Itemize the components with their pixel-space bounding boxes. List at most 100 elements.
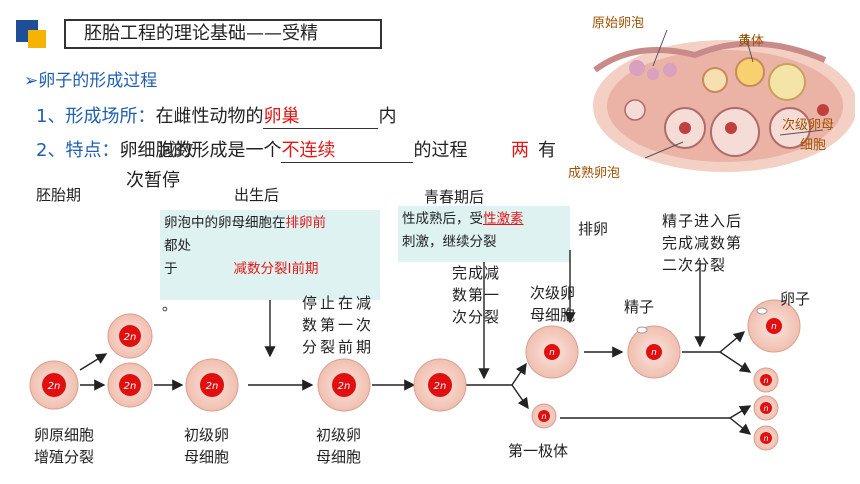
cell-oogonium: 2n xyxy=(29,360,79,410)
label-complete-2: 数第一 xyxy=(452,286,501,304)
label-complete-3: 次分裂 xyxy=(452,308,501,326)
photo-label-corpus: 黄体 xyxy=(738,34,765,49)
cell-first-polar-body: n xyxy=(531,403,557,429)
label-secondary-1: 次级卵 xyxy=(530,284,576,302)
box2-text-b: 刺激，继续分裂 xyxy=(402,234,497,250)
section-subtitle: ➢卵子的形成过程 xyxy=(24,66,157,91)
cell-polar-body-a: n xyxy=(753,367,779,393)
info-box-puberty: 性成熟后，受性激素 刺激，继续分裂 xyxy=(398,206,570,262)
stage-puberty: 青春期后 xyxy=(424,188,485,206)
photo-label-primordial: 原始卵泡 xyxy=(592,16,645,31)
cell-label: n xyxy=(763,404,768,413)
point-1-answer: 卵巢 xyxy=(263,106,300,127)
cell-oogonium-top: 2n xyxy=(107,313,153,359)
label-stop-3: 分裂前期 xyxy=(302,338,375,356)
point-2-blank: 不连续 xyxy=(281,136,414,163)
cell-oogonium-right: 2n xyxy=(107,362,153,408)
box1-period: 。 xyxy=(162,296,178,314)
label-sperm-entry-1: 精子进入后 xyxy=(662,212,743,230)
arrow-to-polar-c xyxy=(729,417,752,435)
box1-text-b: 都处 xyxy=(164,238,191,254)
cell-label: 2n xyxy=(338,381,351,392)
point-2-tail-a: 有 xyxy=(538,140,556,161)
photo-label-mature: 成熟卵泡 xyxy=(568,166,621,181)
arrow-to-polar-b xyxy=(729,405,752,419)
label-primary-oocyte-1: 初级卵 母细胞 xyxy=(184,424,229,468)
point-1-blank: 卵巢 xyxy=(263,102,379,129)
stage-embryo: 胚胎期 xyxy=(36,186,82,204)
logo-square-yellow xyxy=(28,30,46,48)
label-sperm-entry: 精子进入后 完成减数第 二次分裂 xyxy=(662,210,742,276)
cell-label: 2n xyxy=(206,381,219,392)
point-2-suffix: 的过程 xyxy=(413,140,468,161)
label-complete-first-division: 完成减 数第一 次分裂 xyxy=(452,262,500,328)
cell-label: n xyxy=(651,348,657,358)
point-1-text: 在雌性动物的 xyxy=(155,106,264,127)
label-primary1-2: 母细胞 xyxy=(184,448,230,466)
cell-label: n xyxy=(763,434,768,443)
cell-puberty-oocyte: 2n xyxy=(413,358,467,412)
label-primary-oocyte-2: 初级卵 母细胞 xyxy=(316,424,361,468)
cell-label: n xyxy=(541,412,546,421)
box2-text-a: 性成熟后，受 xyxy=(402,211,483,227)
label-oogonium-1: 卵原细胞 xyxy=(34,426,95,444)
cell-primary-oocyte-2: 2n xyxy=(317,358,371,412)
box1-answer-a: 排卵前 xyxy=(285,215,327,231)
ovary-illustration xyxy=(593,29,855,172)
cell-label: 2n xyxy=(124,381,137,392)
cell-label: 2n xyxy=(48,381,61,392)
cell-label: n xyxy=(763,376,768,385)
label-stop-1: 停止在减 xyxy=(302,294,375,312)
cell-polar-body-b: n xyxy=(753,395,779,421)
label-complete-1: 完成减 xyxy=(452,264,501,282)
stage-birth: 出生后 xyxy=(234,186,280,204)
label-first-polar-body: 第一极体 xyxy=(508,442,569,460)
cell-egg: n xyxy=(747,299,801,353)
point-1-prefix: 1、形成场所： xyxy=(36,106,156,127)
arrow-oogonium-up xyxy=(79,353,108,371)
label-secondary-2: 母细胞 xyxy=(530,306,576,324)
box1-text-a: 卵泡中的卵母细胞在 xyxy=(164,215,286,231)
arrow-to-egg xyxy=(719,331,746,353)
cell-label: n xyxy=(771,322,777,332)
label-oogonium: 卵原细胞 增殖分裂 xyxy=(34,424,94,468)
point-2-tail-b: 次暂停 xyxy=(126,170,180,191)
arrow-to-secondary xyxy=(511,362,527,386)
label-primary2-1: 初级卵 xyxy=(316,426,362,444)
label-sperm-entry-2: 完成减数第 xyxy=(662,234,743,252)
point-2-text-a: 卵细胞的 xyxy=(119,140,192,161)
label-stop: 停止在减 数第一次 分裂前期 xyxy=(302,292,374,358)
box1-answer-b: 减数分裂Ⅰ前期 xyxy=(233,261,319,277)
label-ovulation: 排卵 xyxy=(578,220,609,238)
cell-label: 2n xyxy=(434,381,447,392)
label-stop-2: 数第一次 xyxy=(302,316,375,334)
point-2-overlap-b: 两 xyxy=(511,140,529,161)
cell-polar-body-c: n xyxy=(753,425,779,451)
label-primary2-2: 母细胞 xyxy=(316,448,362,466)
point-2-overlap-a: 减数 xyxy=(158,140,194,161)
label-secondary-oocyte: 次级卵 母细胞 xyxy=(530,282,575,326)
info-box-before-ovulation: 卵泡中的卵母细胞在排卵前 都处 于 减数分裂Ⅰ前期 xyxy=(160,210,380,300)
photo-label-secondary-2: 细胞 xyxy=(800,138,827,153)
box2-answer: 性激素 xyxy=(483,211,524,227)
point-1: 1、形成场所：在雌性动物的卵巢 内 xyxy=(36,102,396,129)
cell-primary-oocyte-1: 2n xyxy=(185,358,239,412)
point-2-answer: 不连续 xyxy=(281,140,336,161)
point-2-prefix: 2、特点： xyxy=(36,140,120,161)
point-1-suffix: 内 xyxy=(378,106,397,127)
label-sperm: 精子 xyxy=(624,298,655,316)
subtitle-text: 卵子的形成过程 xyxy=(38,71,158,91)
point-2: 2、特点：卵细胞的形成是一个不连续 的过程 xyxy=(36,136,467,163)
point-2-text-b: 形成是一个 xyxy=(191,140,282,161)
cell-secondary-oocyte: n xyxy=(525,325,579,379)
label-primary1-1: 初级卵 xyxy=(184,426,230,444)
photo-label-secondary-1: 次级卵母 xyxy=(782,118,835,133)
arrow-to-polar-a xyxy=(719,351,752,373)
box1-text-c: 于 xyxy=(164,261,178,277)
label-egg: 卵子 xyxy=(780,290,811,308)
arrow-bullet-icon: ➢ xyxy=(24,71,39,91)
page-title: 胚胎工程的理论基础——受精 xyxy=(64,19,382,49)
cell-label: n xyxy=(549,348,555,358)
cell-label: 2n xyxy=(124,332,137,343)
